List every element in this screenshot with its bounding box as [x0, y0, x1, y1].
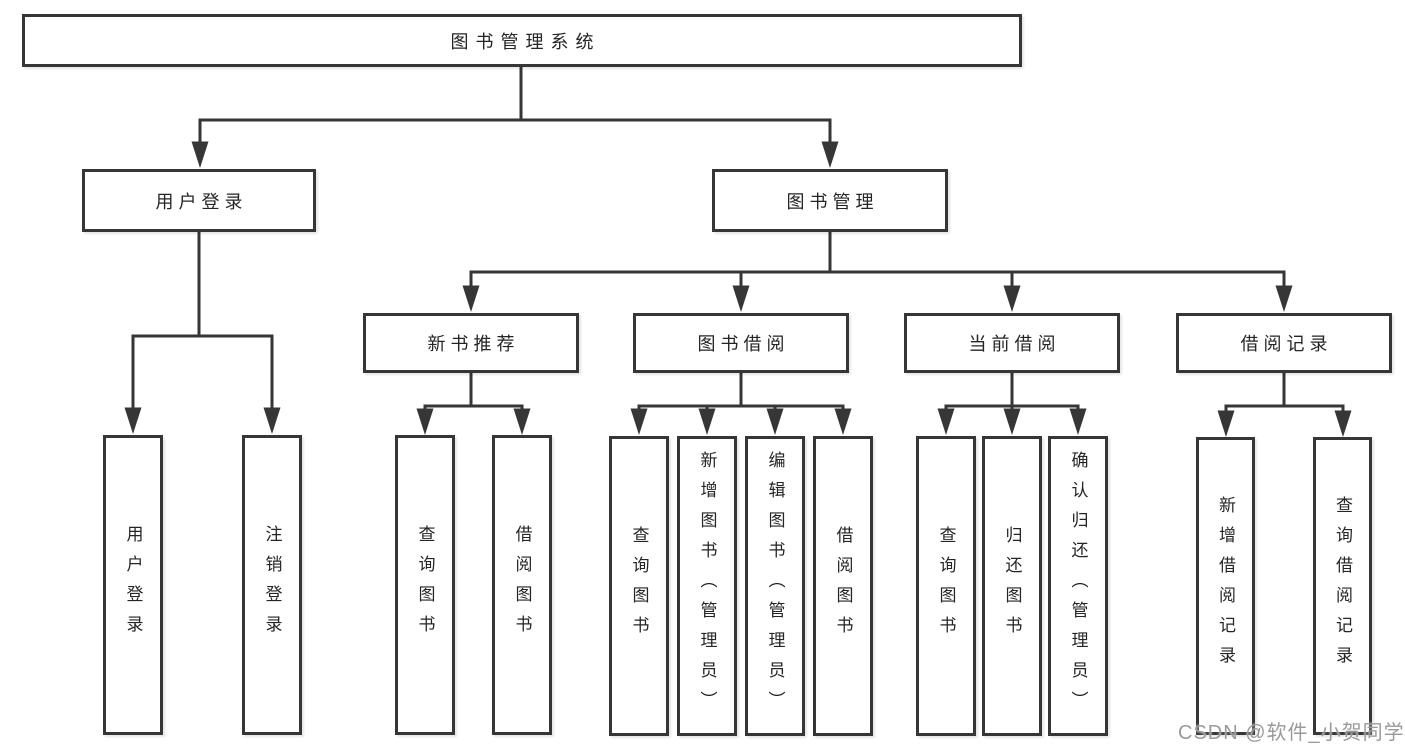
arrowheads: [124, 141, 1352, 437]
leaf-records-add-record: 新增借阅记录: [1196, 437, 1255, 735]
leaf-borrowing-edit-books-admin: 编辑图书（管理员）: [745, 436, 805, 736]
leaf-recommend-borrow-books: 借阅图书: [492, 435, 552, 735]
leaf-borrowing-query-books: 查询图书: [609, 436, 669, 736]
node-book-borrowing: 图书借阅: [633, 313, 849, 373]
node-new-book-recommend: 新书推荐: [363, 313, 579, 373]
leaf-logout: 注销登录: [242, 435, 302, 735]
node-book-management: 图书管理: [712, 169, 948, 232]
leaf-user-login: 用户登录: [103, 435, 163, 735]
leaf-current-query-books: 查询图书: [916, 436, 976, 736]
node-library-system: 图书管理系统: [22, 14, 1022, 67]
node-user-login: 用户登录: [82, 169, 316, 232]
leaf-records-query-record: 查询借阅记录: [1313, 437, 1372, 735]
leaf-current-return-books: 归还图书: [982, 436, 1042, 736]
leaf-current-confirm-return-admin: 确认归还（管理员）: [1048, 436, 1108, 736]
node-current-borrowing: 当前借阅: [904, 313, 1120, 373]
leaf-borrowing-add-books-admin: 新增图书（管理员）: [677, 436, 737, 736]
node-borrowing-records: 借阅记录: [1176, 313, 1392, 373]
csdn-watermark: CSDN @软件_小贺同学: [1178, 722, 1405, 744]
leaf-recommend-query-books: 查询图书: [395, 435, 455, 735]
leaf-borrowing-borrow-books: 借阅图书: [813, 436, 873, 736]
